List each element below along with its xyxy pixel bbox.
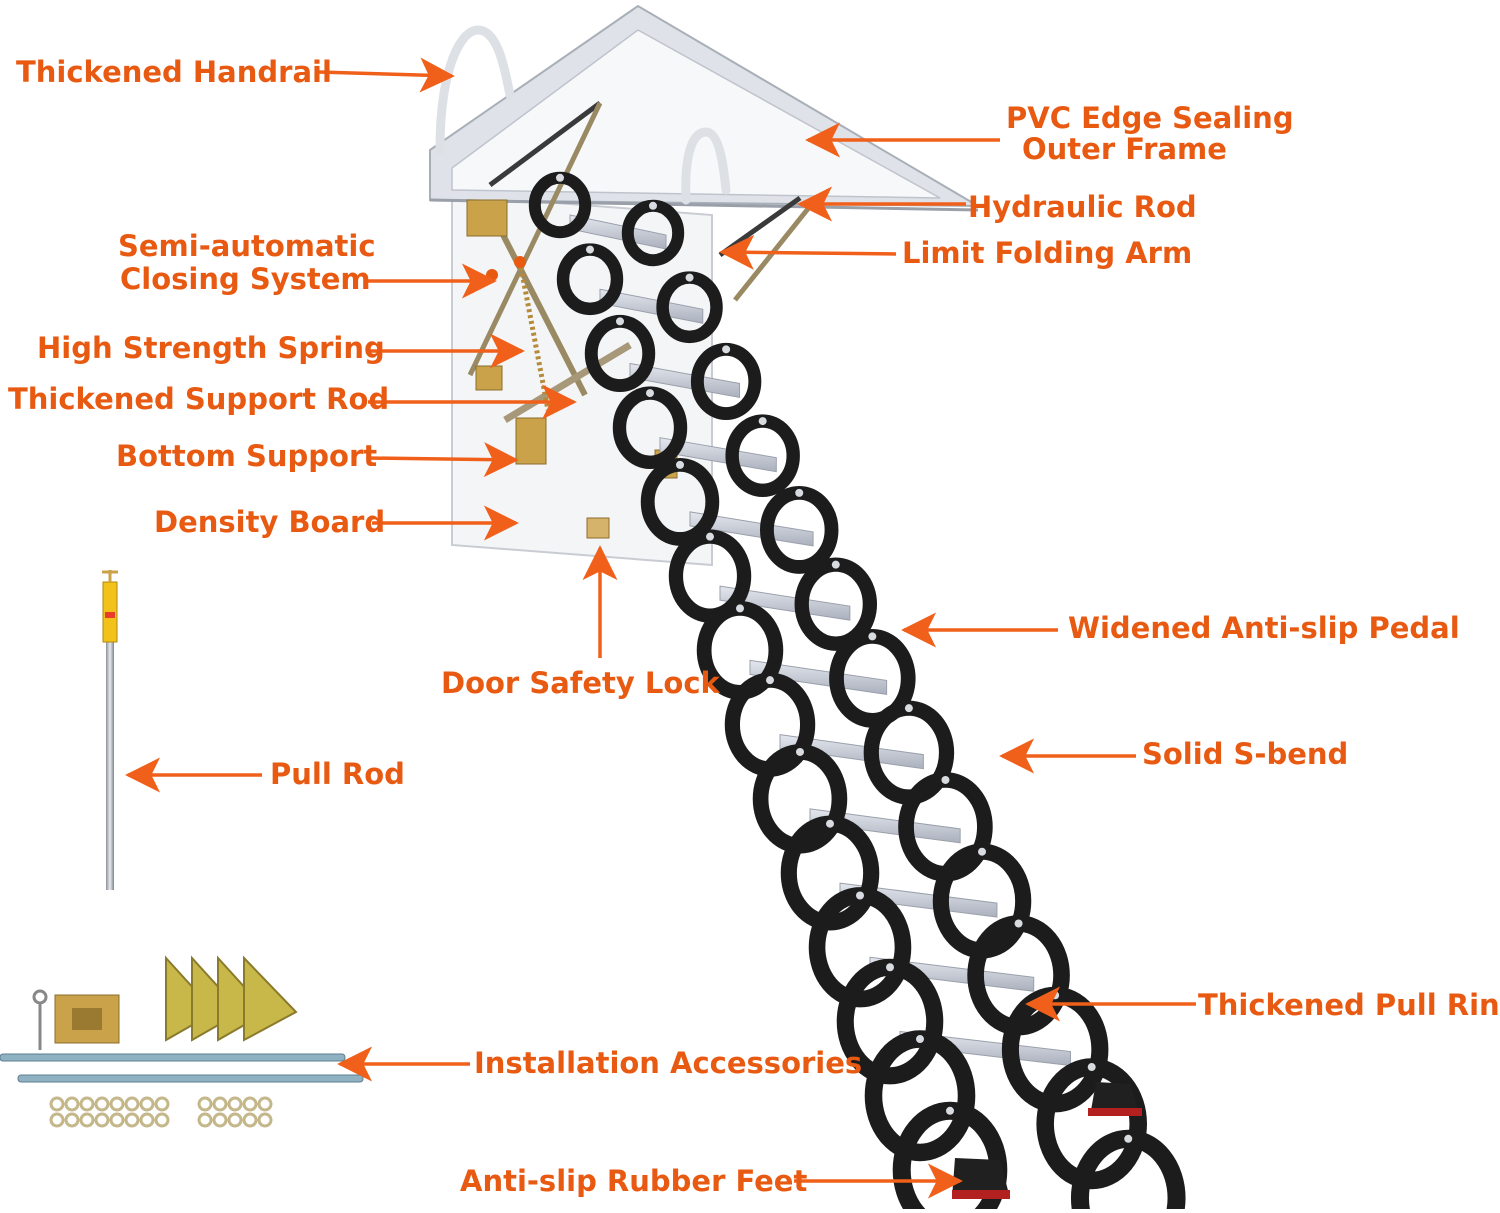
label-thickened-pull-ring: Thickened Pull Ring bbox=[1198, 988, 1500, 1022]
rivet bbox=[722, 345, 731, 354]
nut-icon bbox=[154, 1112, 170, 1128]
nut-icon bbox=[242, 1112, 258, 1128]
nut-icon bbox=[257, 1096, 273, 1112]
nut-icon bbox=[139, 1112, 155, 1128]
label-widened-pedal: Widened Anti-slip Pedal bbox=[1068, 611, 1460, 645]
nut-icon bbox=[94, 1096, 110, 1112]
arrow-handrail bbox=[317, 57, 455, 93]
nut-icon bbox=[64, 1112, 80, 1128]
label-bottom-support: Bottom Support bbox=[116, 439, 378, 473]
rivet bbox=[916, 1035, 924, 1044]
rivet bbox=[856, 891, 864, 900]
label-semi-auto-line1: Semi-automatic bbox=[118, 229, 376, 263]
rivet bbox=[556, 173, 564, 182]
scissor-ladder bbox=[528, 171, 1186, 1213]
rivet bbox=[706, 532, 714, 541]
nut-icon bbox=[257, 1112, 273, 1128]
mechanism bbox=[466, 100, 817, 539]
rivet bbox=[649, 201, 657, 210]
rivet bbox=[946, 1106, 954, 1115]
installation-accessories-art bbox=[0, 955, 364, 1128]
nut-icon bbox=[212, 1096, 228, 1112]
nut-icon bbox=[212, 1112, 228, 1128]
rivet bbox=[758, 417, 767, 426]
rivet bbox=[586, 245, 594, 254]
nut-icon bbox=[227, 1112, 243, 1128]
arrow-bottom-support bbox=[367, 442, 519, 478]
nut-icon bbox=[197, 1112, 213, 1128]
rivet bbox=[1014, 919, 1023, 928]
rivet bbox=[685, 273, 694, 282]
label-hydraulic-rod: Hydraulic Rod bbox=[968, 190, 1197, 224]
rivet bbox=[736, 604, 744, 613]
rivet bbox=[904, 704, 913, 713]
nut-icon bbox=[124, 1112, 140, 1128]
nut-icon bbox=[154, 1096, 170, 1112]
pull-rod bbox=[102, 570, 118, 890]
nut-icon bbox=[227, 1096, 243, 1112]
rivet bbox=[1087, 1063, 1096, 1072]
label-pvc-edge-line2: Outer Frame bbox=[1022, 132, 1227, 166]
label-installation-accessories: Installation Accessories bbox=[474, 1046, 863, 1080]
nut-icon bbox=[109, 1096, 125, 1112]
label-density-board: Density Board bbox=[154, 505, 386, 539]
handrail-right bbox=[681, 127, 731, 205]
rubber-feet bbox=[952, 1082, 1142, 1199]
outer-frame bbox=[429, 4, 982, 212]
rivet bbox=[676, 460, 684, 469]
arrow-limit-arm bbox=[719, 234, 897, 270]
label-pvc-edge-line1: PVC Edge Sealing bbox=[1006, 101, 1294, 135]
label-pull-rod: Pull Rod bbox=[270, 757, 405, 791]
label-semi-auto-line2: Closing System bbox=[120, 262, 371, 296]
nut-icon bbox=[109, 1112, 125, 1128]
rivet bbox=[796, 747, 804, 756]
label-thickened-support-rod: Thickened Support Rod bbox=[8, 382, 390, 416]
label-thickened-handrail: Thickened Handrail bbox=[16, 55, 332, 89]
rivet bbox=[826, 819, 834, 828]
nut-icon bbox=[124, 1096, 140, 1112]
label-door-safety-lock: Door Safety Lock bbox=[441, 666, 720, 700]
nut-icon bbox=[94, 1112, 110, 1128]
rivet bbox=[868, 632, 877, 641]
nut-icon bbox=[64, 1096, 80, 1112]
nut-icon bbox=[197, 1096, 213, 1112]
rivet bbox=[616, 317, 624, 326]
rivet bbox=[795, 488, 804, 497]
nut-icon bbox=[49, 1112, 65, 1128]
rivet bbox=[1124, 1134, 1133, 1143]
label-limit-folding-arm: Limit Folding Arm bbox=[902, 236, 1193, 270]
label-anti-slip-feet: Anti-slip Rubber Feet bbox=[460, 1164, 808, 1198]
rivet bbox=[766, 676, 774, 685]
rivet bbox=[941, 775, 950, 784]
label-solid-s-bend: Solid S-bend bbox=[1142, 737, 1349, 771]
rivet bbox=[1051, 991, 1060, 1000]
rivet bbox=[886, 963, 894, 972]
rivet bbox=[646, 389, 654, 398]
handrail-left bbox=[435, 25, 515, 155]
nut-icon bbox=[242, 1096, 258, 1112]
rivet bbox=[978, 847, 987, 856]
nut-icon bbox=[79, 1096, 95, 1112]
nut-icon bbox=[79, 1112, 95, 1128]
nut-icon bbox=[139, 1096, 155, 1112]
nut-icon bbox=[49, 1096, 65, 1112]
rivet bbox=[831, 560, 840, 569]
label-high-strength-spring: High Strength Spring bbox=[37, 331, 385, 365]
callout-arrows bbox=[125, 57, 1196, 1199]
